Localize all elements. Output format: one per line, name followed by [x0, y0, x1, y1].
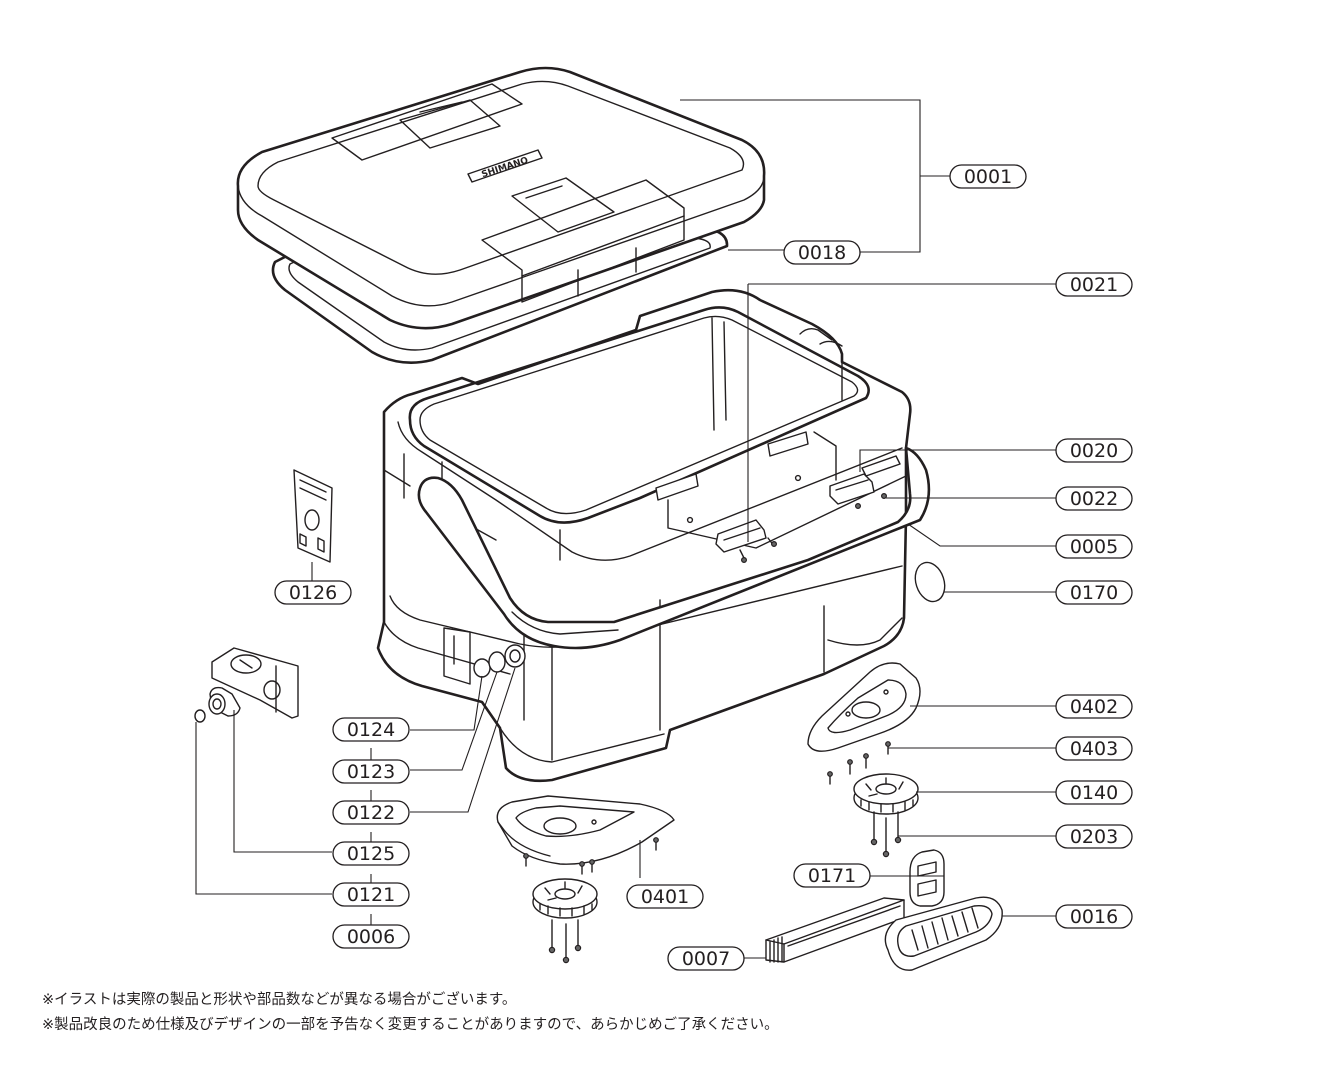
svg-text:0402: 0402: [1070, 696, 1118, 718]
drain-assembly-drawing: [194, 644, 526, 723]
part-label-0170: 0170: [1055, 580, 1133, 605]
part-label-0022: 0022: [1055, 486, 1133, 511]
handle-drawing: [417, 446, 931, 650]
part-label-0402: 0402: [1055, 694, 1133, 719]
part-label-0018: 0018: [783, 240, 861, 265]
svg-text:0021: 0021: [1070, 274, 1118, 296]
disclaimer-note-1: ※イラストは実際の製品と形状や部品数などが異なる場合がございます。: [42, 992, 517, 1008]
part-label-0124: 0124: [332, 717, 410, 742]
part-0170-oval-pad: [914, 561, 946, 603]
svg-text:0001: 0001: [964, 166, 1012, 188]
part-0402-foot-right: [807, 662, 921, 785]
part-label-0126: 0126: [274, 580, 352, 605]
part-label-0007: 0007: [667, 946, 745, 971]
svg-text:0022: 0022: [1070, 488, 1118, 510]
svg-text:0140: 0140: [1070, 782, 1118, 804]
part-label-0123: 0123: [332, 759, 410, 784]
hinge-right-drawing: [715, 455, 901, 563]
part-labels: 0001 0018 0021 0020 0022 0005 0170 0126 …: [274, 164, 1133, 971]
disclaimer-notes: ※イラストは実際の製品と形状や部品数などが異なる場合がございます。 ※製品改良の…: [42, 988, 1282, 1038]
part-0007-dividers: [765, 897, 905, 963]
svg-text:0125: 0125: [347, 843, 395, 865]
svg-text:0005: 0005: [1070, 536, 1118, 558]
lid-drawing: SHIMANO: [236, 66, 766, 330]
svg-text:0126: 0126: [289, 582, 337, 604]
knob-right-drawing: [853, 773, 919, 858]
part-label-0016: 0016: [1055, 904, 1133, 929]
leader-lines: [195, 99, 1056, 959]
svg-text:0007: 0007: [682, 948, 730, 970]
svg-text:0018: 0018: [798, 242, 846, 264]
svg-text:0123: 0123: [347, 761, 395, 783]
part-label-0203: 0203: [1055, 824, 1133, 849]
part-label-0021: 0021: [1055, 272, 1133, 297]
svg-text:0006: 0006: [347, 926, 395, 948]
part-label-0171: 0171: [793, 863, 871, 888]
disclaimer-note-2: ※製品改良のため仕様及びデザインの一部を予告なく変更することがありますので、あら…: [42, 1017, 779, 1033]
svg-text:0203: 0203: [1070, 826, 1118, 848]
part-0171-buckle: [909, 849, 945, 907]
svg-text:0124: 0124: [347, 719, 395, 741]
part-label-0001: 0001: [949, 164, 1027, 189]
svg-text:0170: 0170: [1070, 582, 1118, 604]
part-0126-label-plate: [293, 469, 333, 563]
svg-text:0122: 0122: [347, 802, 395, 824]
svg-text:0016: 0016: [1070, 906, 1118, 928]
svg-text:0121: 0121: [347, 884, 395, 906]
part-0016-grip: [884, 896, 1003, 971]
part-label-0403: 0403: [1055, 736, 1133, 761]
part-label-0140: 0140: [1055, 780, 1133, 805]
foot-right-screws: [827, 741, 891, 785]
svg-text:0403: 0403: [1070, 738, 1118, 760]
part-label-0020: 0020: [1055, 438, 1133, 463]
part-label-0401: 0401: [626, 884, 704, 909]
svg-text:0171: 0171: [808, 865, 856, 887]
part-label-0125: 0125: [332, 841, 410, 866]
part-label-0122: 0122: [332, 800, 410, 825]
svg-text:0401: 0401: [641, 886, 689, 908]
part-label-0006: 0006: [332, 924, 410, 949]
knob-left-drawing: [532, 878, 598, 964]
foot-left-screws: [523, 837, 659, 875]
part-label-0005: 0005: [1055, 534, 1133, 559]
part-0401-foot-left: [496, 795, 675, 875]
part-label-0121: 0121: [332, 882, 410, 907]
svg-text:0020: 0020: [1070, 440, 1118, 462]
